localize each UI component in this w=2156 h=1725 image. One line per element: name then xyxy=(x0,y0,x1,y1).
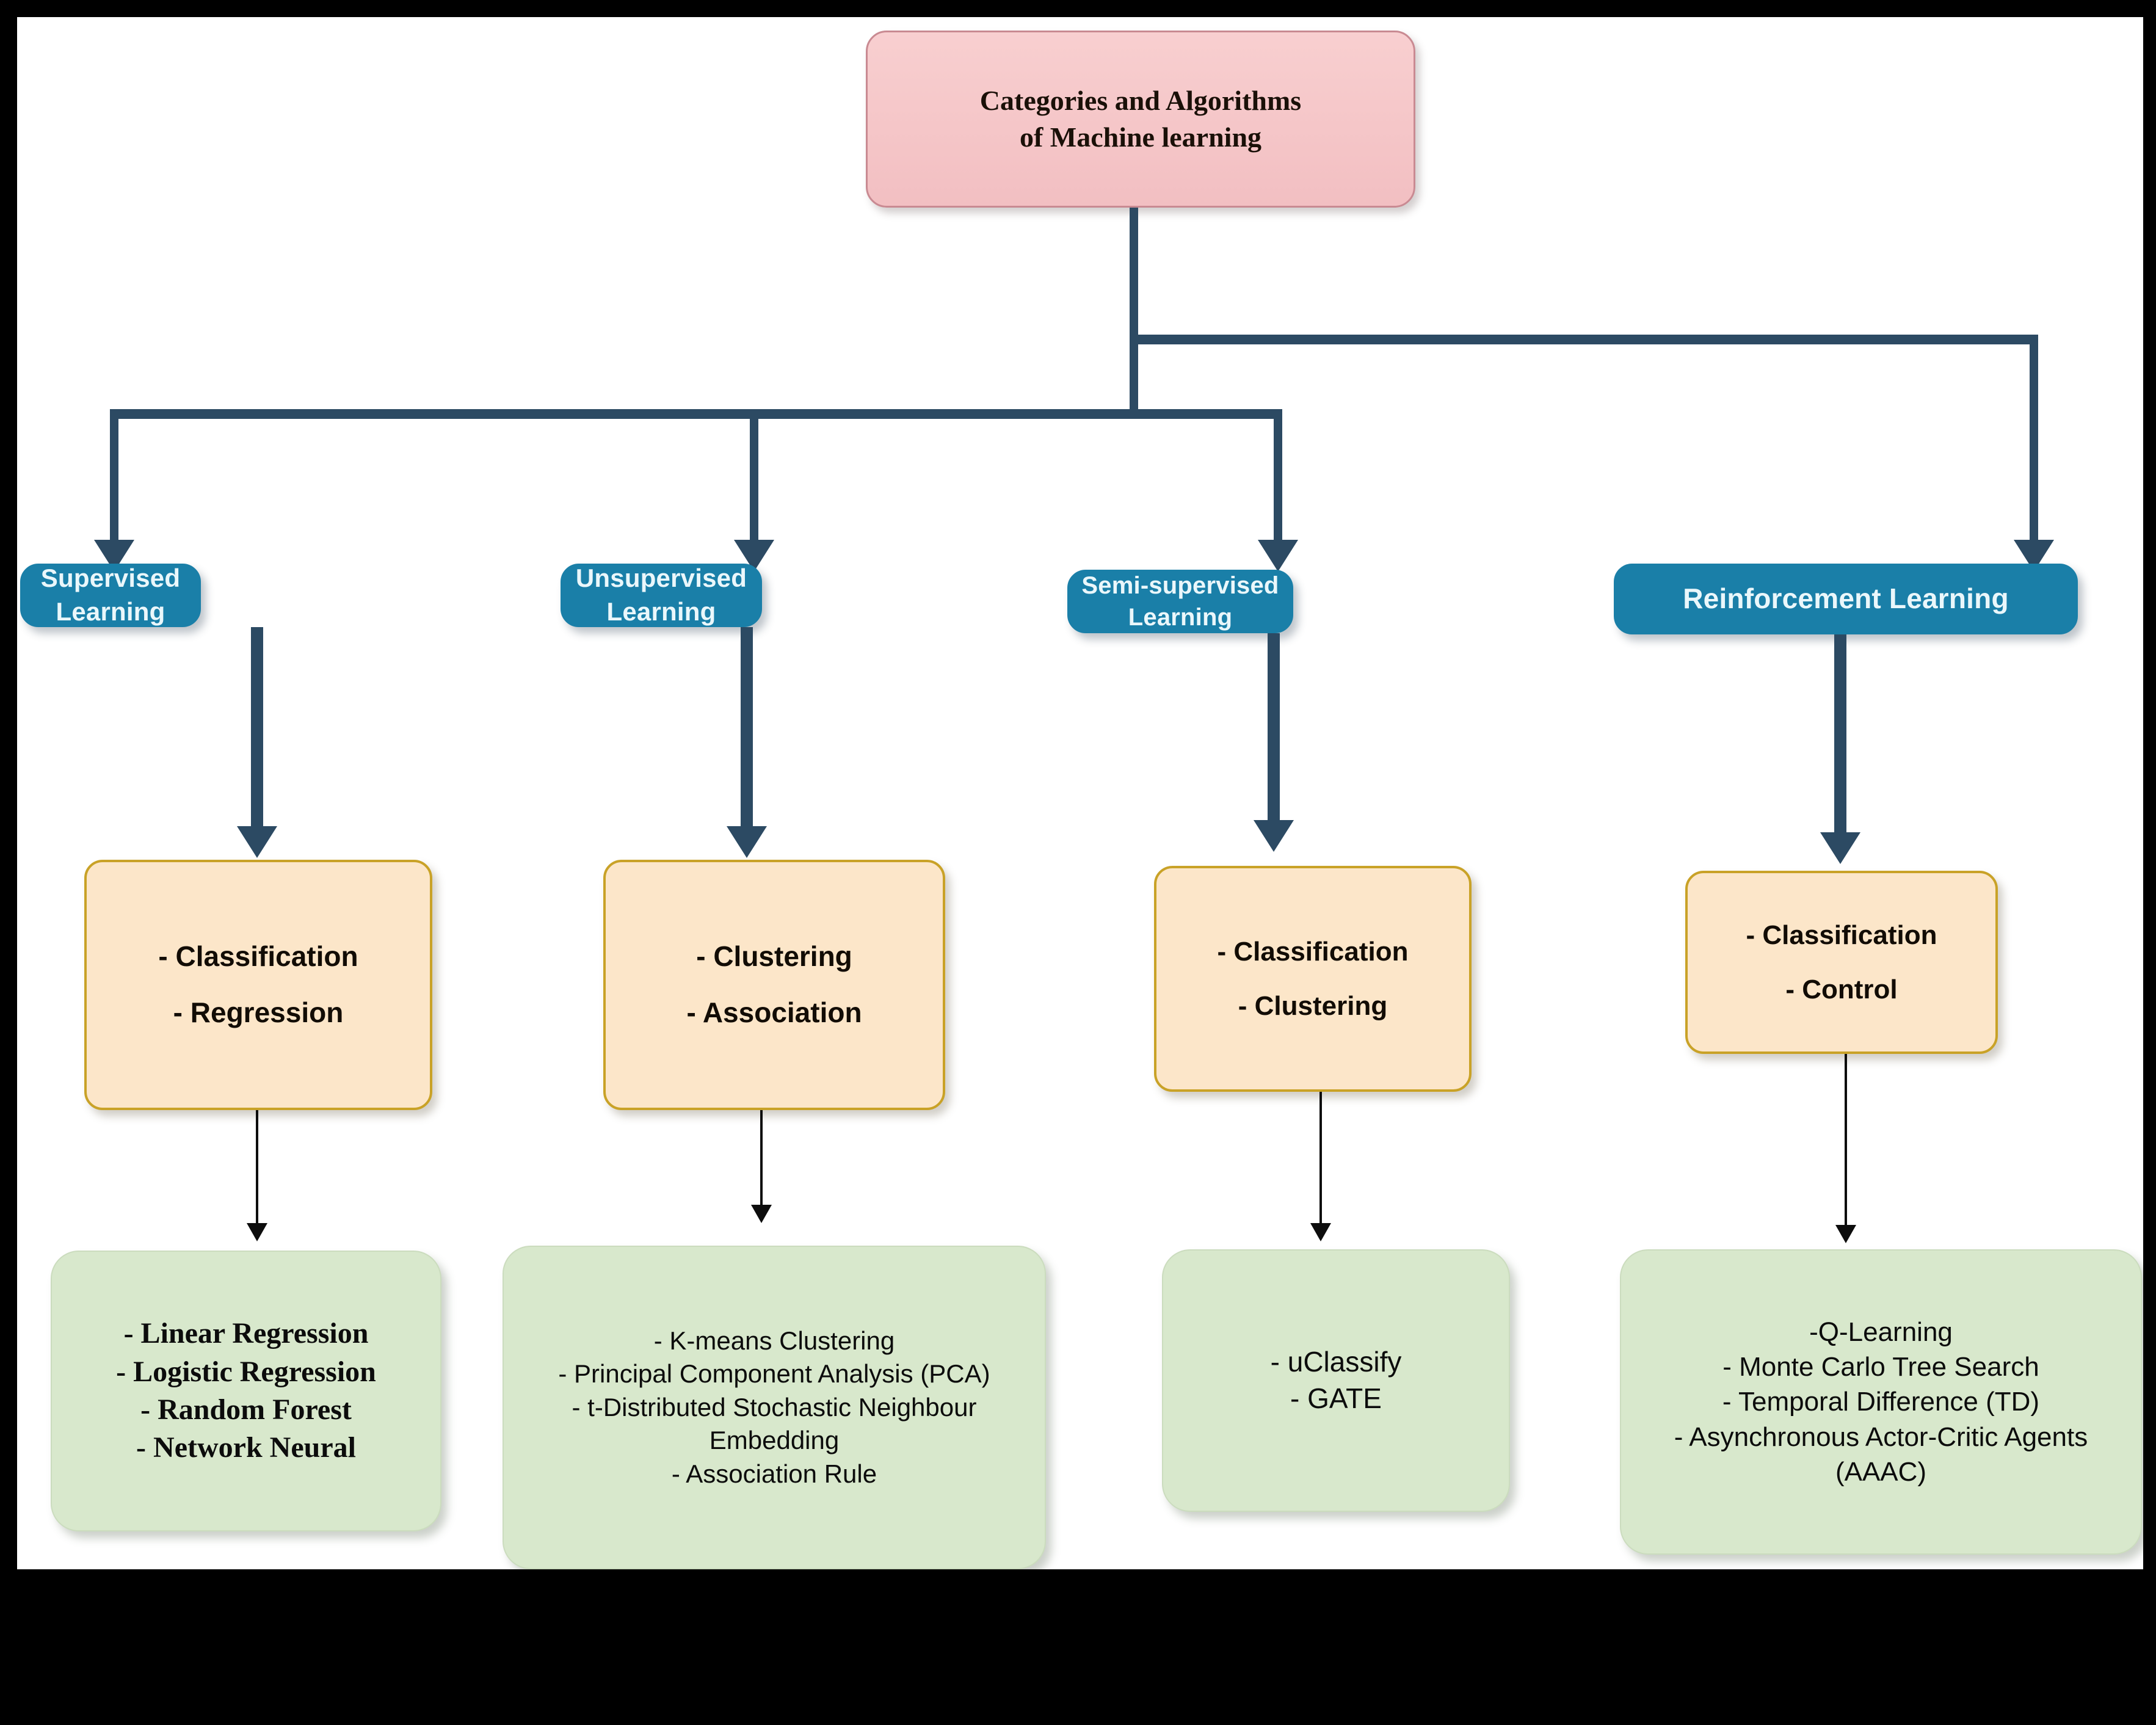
arrowhead-to-semi-supervised xyxy=(1258,540,1298,572)
algorithm-item: - Logistic Regression xyxy=(116,1355,376,1388)
connector-drop-col1 xyxy=(110,414,118,546)
algorithm-node-unsupervised[interactable]: - K-means Clustering - Principal Compone… xyxy=(503,1246,1046,1569)
connector-task-to-alg-unsupervised xyxy=(760,1110,763,1211)
algorithm-item: - Linear Regression xyxy=(123,1317,369,1350)
algorithm-item: - K-means Clustering xyxy=(653,1326,895,1355)
connector-drop-col4 xyxy=(2030,340,2038,546)
task-node-unsupervised[interactable]: - Clustering - Association xyxy=(603,860,945,1110)
algorithm-item: - GATE xyxy=(1290,1382,1382,1414)
arrowhead-to-task-semi xyxy=(1254,820,1294,852)
connector-drop-col2 xyxy=(750,414,758,546)
connector-task-to-alg-reinforcement xyxy=(1845,1054,1847,1231)
connector-reinforcement-to-task xyxy=(1834,634,1846,841)
connector-bus-upper xyxy=(1134,335,2038,344)
diagram-canvas: Categories and Algorithms of Machine lea… xyxy=(17,17,2143,1569)
task-item: - Control xyxy=(1785,975,1898,1004)
task-node-reinforcement[interactable]: - Classification - Control xyxy=(1685,871,1998,1054)
category-node-semi-supervised-learning[interactable]: Semi-supervised Learning xyxy=(1067,570,1293,633)
task-item: - Regression xyxy=(173,997,344,1028)
task-item: - Clustering xyxy=(696,940,852,973)
category-label-supervised: Supervised Learning xyxy=(40,564,181,626)
connector-unsupervised-to-task xyxy=(741,627,753,835)
task-item: - Classification xyxy=(1217,936,1409,967)
algorithm-item: - Principal Component Analysis (PCA) xyxy=(558,1359,990,1389)
task-node-semi-supervised[interactable]: - Classification - Clustering xyxy=(1154,866,1472,1092)
algorithm-item: - Random Forest xyxy=(140,1393,352,1426)
category-node-reinforcement-learning[interactable]: Reinforcement Learning xyxy=(1614,564,2078,634)
algorithm-item: - Temporal Difference (TD) xyxy=(1722,1387,2040,1417)
arrowhead-to-alg-unsupervised xyxy=(751,1205,772,1223)
algorithm-item: - Network Neural xyxy=(136,1431,356,1464)
arrowhead-to-task-unsupervised xyxy=(727,826,767,858)
category-node-unsupervised-learning[interactable]: Unsupervised Learning xyxy=(561,564,762,627)
algorithm-item: -Q-Learning xyxy=(1809,1317,1953,1348)
algorithm-item: - Association Rule xyxy=(671,1459,877,1488)
root-node-machine-learning[interactable]: Categories and Algorithms of Machine lea… xyxy=(866,31,1415,208)
task-item: - Clustering xyxy=(1238,991,1388,1021)
arrowhead-to-alg-supervised xyxy=(247,1223,267,1241)
algorithm-item: - Asynchronous Actor-Critic Agents (AAAC… xyxy=(1674,1422,2088,1487)
root-title-line1: Categories and Algorithms xyxy=(979,85,1302,117)
category-label-semi-supervised: Semi-supervised Learning xyxy=(1081,572,1279,631)
algorithm-item: - uClassify xyxy=(1270,1346,1402,1378)
algorithm-item: - t-Distributed Stochastic Neighbour Emb… xyxy=(572,1392,977,1455)
task-item: - Classification xyxy=(158,940,358,973)
connector-root-trunk xyxy=(1130,208,1138,418)
task-node-supervised[interactable]: - Classification - Regression xyxy=(84,860,432,1110)
algorithm-item: - Monte Carlo Tree Search xyxy=(1722,1352,2039,1382)
arrowhead-to-alg-reinforcement xyxy=(1835,1225,1856,1243)
category-label-reinforcement: Reinforcement Learning xyxy=(1683,583,2009,615)
task-item: - Classification xyxy=(1746,920,1937,950)
root-title-line2: of Machine learning xyxy=(1019,122,1262,153)
connector-semi-to-task xyxy=(1268,633,1280,827)
connector-drop-col3 xyxy=(1274,414,1282,546)
connector-bus-lower xyxy=(110,409,1282,419)
category-label-unsupervised: Unsupervised Learning xyxy=(575,564,747,626)
arrowhead-to-task-supervised xyxy=(237,826,277,858)
connector-task-to-alg-supervised xyxy=(256,1110,258,1229)
connector-task-to-alg-semi xyxy=(1319,1092,1322,1229)
category-node-supervised-learning[interactable]: Supervised Learning xyxy=(20,564,201,627)
arrowhead-to-alg-semi xyxy=(1310,1223,1331,1241)
connector-supervised-to-task xyxy=(251,627,263,835)
arrowhead-to-task-reinforcement xyxy=(1820,832,1860,864)
task-item: - Association xyxy=(686,997,862,1028)
algorithm-node-reinforcement[interactable]: -Q-Learning - Monte Carlo Tree Search - … xyxy=(1620,1249,2142,1555)
algorithm-node-semi-supervised[interactable]: - uClassify - GATE xyxy=(1162,1249,1510,1512)
algorithm-node-supervised[interactable]: - Linear Regression - Logistic Regressio… xyxy=(51,1251,441,1531)
